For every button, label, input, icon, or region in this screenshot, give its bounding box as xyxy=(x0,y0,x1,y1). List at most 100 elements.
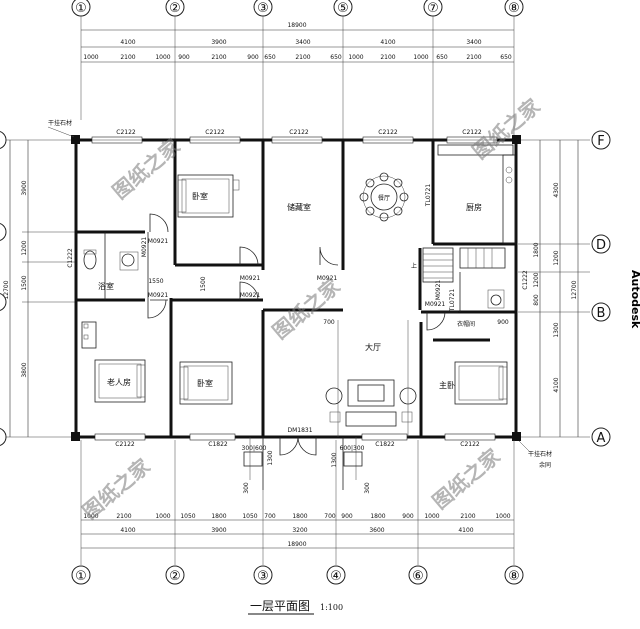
room-label-bath: 浴室 xyxy=(98,281,114,291)
axis-bubble-B xyxy=(591,302,611,322)
right-sub-1: 1800 xyxy=(533,242,540,257)
bottom-sub-5: 1800 xyxy=(211,513,226,520)
window-label-6: C2122 xyxy=(115,441,135,448)
bottom-sub-1: 1000 xyxy=(83,513,98,520)
axis-bubble-F xyxy=(591,130,611,150)
axis-label-F: F xyxy=(597,134,604,149)
dim-700: 700 xyxy=(323,319,335,326)
window-label-5: C2122 xyxy=(462,129,482,136)
kitchen-counter xyxy=(437,144,516,244)
top-sub-3: 1000 xyxy=(155,54,170,61)
right-dim-4: 4100 xyxy=(553,377,560,392)
right-dim-1: 4300 xyxy=(553,182,560,197)
bed-bedroom-2 xyxy=(179,361,233,405)
bottom-total-dim: 18900 xyxy=(287,541,306,548)
axis-label-top-5: ⑤ xyxy=(337,1,349,16)
right-sub-3: 800 xyxy=(533,294,540,306)
axis-label-top-3: ③ xyxy=(257,1,269,16)
axis-label-bottom-3: ③ xyxy=(257,569,269,584)
room-label-hall: 大厅 xyxy=(365,342,381,352)
axis-label-B: B xyxy=(597,306,606,321)
top-sub-6: 900 xyxy=(247,54,259,61)
right-total-dim: 12700 xyxy=(571,280,578,299)
room-label-bedroom-1: 卧室 xyxy=(192,191,208,201)
window-label-2: C2122 xyxy=(205,129,225,136)
top-sub-10: 1000 xyxy=(348,54,363,61)
stone-label-left: 干挂石材 xyxy=(48,119,72,127)
door-label-7: M0921 xyxy=(425,301,446,308)
axis-label-A: A xyxy=(597,431,606,446)
bed-elder-room xyxy=(81,321,146,403)
door-label-10: DM1831 xyxy=(287,427,312,434)
room-label-master: 主卧 xyxy=(439,380,455,390)
axis-label-bottom-1: ① xyxy=(75,569,87,584)
dim-1500: 1500 xyxy=(200,276,207,291)
dim-600-b: 600|300 xyxy=(340,445,365,452)
left-dim-2: 1200 xyxy=(21,240,28,255)
dim-900: 900 xyxy=(497,319,509,326)
drawing-title: 一层平面图 xyxy=(250,599,310,613)
window-label-1: C2122 xyxy=(116,129,136,136)
top-span-3: 3400 xyxy=(295,39,310,46)
top-sub-9: 650 xyxy=(330,54,342,61)
stone-label-right: 干挂石材 xyxy=(528,450,552,458)
right-dim-3: 1300 xyxy=(553,322,560,337)
room-label-cloakroom: 衣帽间 xyxy=(457,320,475,328)
axis-label-bottom-6: ⑥ xyxy=(412,569,424,584)
room-label-restaurant: 餐厅 xyxy=(378,194,390,202)
top-sub-12: 1000 xyxy=(413,54,428,61)
left-dim-3: 1500 xyxy=(21,275,28,290)
drawing-scale: 1:100 xyxy=(320,603,343,612)
left-dim-1: 3900 xyxy=(21,180,28,195)
left-dim-4: 3800 xyxy=(21,362,28,377)
axis-label-bottom-8: ⑧ xyxy=(508,569,520,584)
top-sub-5: 2100 xyxy=(211,54,226,61)
dim-600-a: 300|600 xyxy=(242,445,267,452)
axis-label-bottom-2: ② xyxy=(169,569,181,584)
window-label-3: C2122 xyxy=(289,129,309,136)
axis-label-bottom-4: ④ xyxy=(330,569,342,584)
bed-bedroom-1 xyxy=(177,174,240,218)
bottom-span-2: 3900 xyxy=(211,527,226,534)
door-label-1: M0921 xyxy=(141,237,148,258)
window-label-11: C1222 xyxy=(522,270,529,290)
top-span-2: 3900 xyxy=(211,39,226,46)
dim-300-b: 300 xyxy=(364,482,371,494)
tl-label-2: TL0721 xyxy=(449,289,456,312)
dim-1550: 1550 xyxy=(148,278,163,285)
door-label-2: M0921 xyxy=(148,238,169,245)
top-axis-group: ① ② ③ ⑤ ⑦ ⑧ 18900 4100 3900 3400 4100 34… xyxy=(71,0,524,140)
axis-bubble-A xyxy=(591,427,611,447)
bottom-sub-4: 1050 xyxy=(180,513,195,520)
top-windows xyxy=(91,136,498,144)
top-sub-11: 2100 xyxy=(380,54,395,61)
top-sub-14: 2100 xyxy=(466,54,481,61)
door-swings xyxy=(147,213,458,456)
bottom-span-1: 4100 xyxy=(120,527,135,534)
top-span-4: 4100 xyxy=(380,39,395,46)
axis-label-top-2: ② xyxy=(169,1,181,16)
window-label-4: C2122 xyxy=(378,129,398,136)
window-label-10: C1222 xyxy=(67,248,74,268)
axis-label-top-8: ⑧ xyxy=(508,1,520,16)
door-label-6: M0921 xyxy=(317,275,338,282)
watermark-5: 图纸之家 xyxy=(428,443,505,513)
bottom-sub-14: 2100 xyxy=(460,513,475,520)
top-sub-7: 650 xyxy=(264,54,276,61)
dim-300-a: 300 xyxy=(243,482,250,494)
living-furniture xyxy=(325,320,417,437)
bottom-sub-15: 1000 xyxy=(495,513,510,520)
remaining-label: 余同 xyxy=(539,461,551,469)
window-label-8: C1822 xyxy=(375,441,395,448)
window-label-7: C1822 xyxy=(208,441,228,448)
right-sub-2: 1200 xyxy=(533,272,540,287)
dim-1300-b: 1300 xyxy=(331,452,338,467)
bed-master xyxy=(454,361,508,405)
dim-1300-a: 1300 xyxy=(267,450,274,465)
top-span-5: 3400 xyxy=(466,39,481,46)
bottom-sub-12: 900 xyxy=(402,513,414,520)
bottom-windows xyxy=(94,433,496,441)
top-sub-8: 2100 xyxy=(295,54,310,61)
door-label-8: M0921 xyxy=(435,280,442,301)
